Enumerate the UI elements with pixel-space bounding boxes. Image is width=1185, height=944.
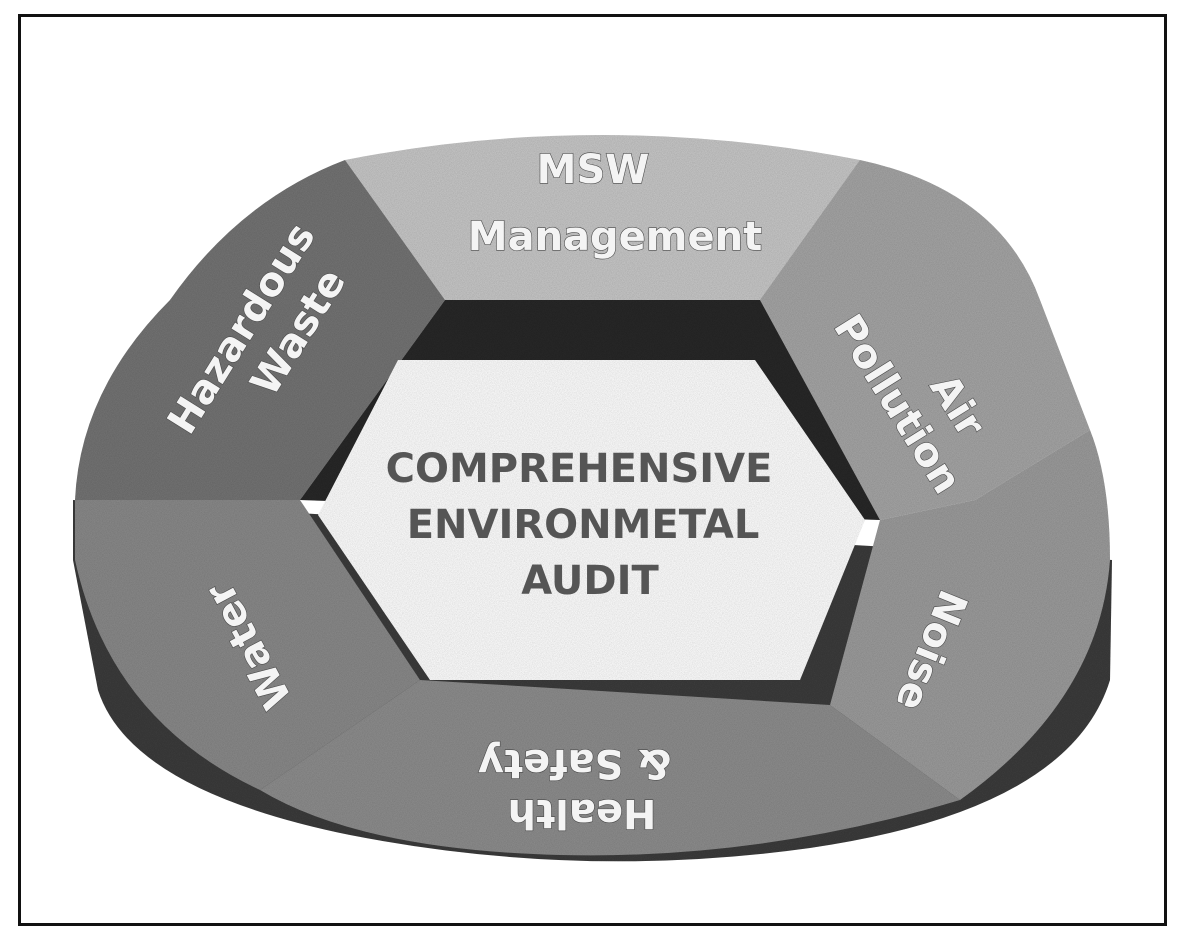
center-title-line-3: AUDIT bbox=[521, 558, 659, 604]
label-health-line-2: & Safety bbox=[478, 740, 672, 786]
segment-noise bbox=[830, 430, 1110, 800]
segment-hazardous-waste bbox=[75, 160, 445, 500]
label-msw-line-1: MSW bbox=[537, 147, 650, 193]
label-msw-line-2: Management bbox=[468, 214, 762, 260]
label-health-line-1: Health bbox=[508, 790, 657, 836]
center-title-line-1: COMPREHENSIVE bbox=[386, 446, 773, 492]
center-title-line-2: ENVIRONMETAL bbox=[407, 502, 760, 548]
center-hexagon bbox=[318, 360, 865, 680]
segment-msw-management bbox=[345, 135, 905, 300]
label-health-safety: Health & Safety bbox=[478, 740, 672, 836]
center-title: COMPREHENSIVE ENVIRONMETAL AUDIT bbox=[386, 446, 787, 604]
label-msw-management: MSW Management bbox=[468, 147, 762, 260]
segment-water bbox=[75, 500, 420, 790]
segment-health-safety bbox=[260, 680, 960, 856]
segment-air-pollution bbox=[760, 160, 1090, 520]
ring-graphic bbox=[73, 135, 1112, 862]
